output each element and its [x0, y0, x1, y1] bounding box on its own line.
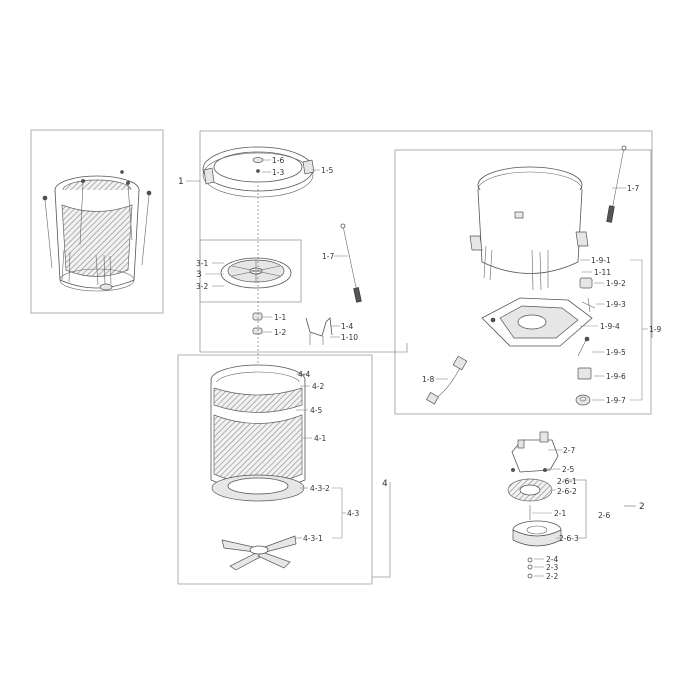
- group-4-frame: [177, 354, 391, 585]
- hinge-bracket: [305, 317, 333, 345]
- label-2-4: 2-4: [546, 555, 558, 564]
- label-4: 4: [382, 479, 388, 489]
- pulsator-assembly: [220, 257, 292, 289]
- label-3-2: 3-2: [196, 282, 208, 291]
- label-4-3-1: 4-3-1: [303, 534, 323, 543]
- label-2-6-2: 2-6-2: [557, 487, 577, 496]
- tub-frame: [394, 149, 652, 415]
- overview-inset-frame: [30, 129, 164, 314]
- label-1-9-2: 1-9-2: [606, 279, 626, 288]
- part-labels: 1 1-6 1-3 1-5 3-1 3 3-2 1-1 1-2 1-7 1-4 …: [178, 156, 661, 581]
- suspension-rod-right: [606, 145, 627, 223]
- label-1-10: 1-10: [341, 333, 358, 342]
- outer-tub: [469, 166, 589, 291]
- stator: [507, 478, 553, 520]
- label-1-11: 1-11: [594, 268, 611, 277]
- label-1-6: 1-6: [272, 156, 284, 165]
- label-1: 1: [178, 177, 184, 187]
- label-2-6: 2-6: [598, 511, 610, 520]
- label-3-1: 3-1: [196, 259, 208, 268]
- label-1-8: 1-8: [422, 375, 434, 384]
- label-2-1: 2-1: [554, 509, 566, 518]
- wash-basket: [210, 364, 306, 502]
- label-3: 3: [196, 270, 202, 280]
- agitator-blades: [221, 535, 297, 571]
- motor-fasteners: [527, 557, 533, 579]
- label-1-9-5: 1-9-5: [606, 348, 626, 357]
- rotor: [512, 520, 562, 547]
- group-2-frame: [563, 479, 636, 539]
- label-2-6-1: 2-6-1: [557, 477, 577, 486]
- label-4-4: 4-4: [298, 370, 310, 379]
- label-1-3: 1-3: [272, 168, 284, 177]
- top-ring-assembly: [202, 146, 315, 198]
- suspension-rod-left: [340, 223, 362, 303]
- label-4-3: 4-3: [347, 509, 359, 518]
- label-2-6-3: 2-6-3: [559, 534, 579, 543]
- label-1-1: 1-1: [274, 313, 286, 322]
- label-1-9-4: 1-9-4: [600, 322, 620, 331]
- label-4-1: 4-1: [314, 434, 326, 443]
- label-2-2: 2-2: [546, 572, 558, 581]
- label-1-5: 1-5: [321, 166, 333, 175]
- label-2-7: 2-7: [563, 446, 575, 455]
- label-4-2: 4-2: [312, 382, 324, 391]
- label-1-7-right: 1-7: [627, 184, 639, 193]
- label-1-7-left: 1-7: [322, 252, 334, 261]
- label-2: 2: [639, 502, 645, 512]
- leader-lines: [186, 159, 648, 577]
- motor-assembly: [511, 431, 559, 473]
- label-1-9: 1-9: [649, 325, 661, 334]
- label-2-5: 2-5: [562, 465, 574, 474]
- label-1-4: 1-4: [341, 322, 353, 331]
- label-1-9-3: 1-9-3: [606, 300, 626, 309]
- label-1-2: 1-2: [274, 328, 286, 337]
- group-1-frame: [199, 130, 653, 353]
- label-1-9-6: 1-9-6: [606, 372, 626, 381]
- shaft-washers: [252, 185, 263, 370]
- label-4-3-2: 4-3-2: [310, 484, 330, 493]
- overview-inset: [30, 129, 164, 314]
- label-1-9-1: 1-9-1: [591, 256, 611, 265]
- label-1-9-7: 1-9-7: [606, 396, 626, 405]
- wire-harness: [426, 355, 468, 405]
- label-4-5: 4-5: [310, 406, 322, 415]
- tub-base: [481, 297, 593, 347]
- overview-assembly-illustration: [42, 170, 152, 292]
- label-2-3: 2-3: [546, 563, 558, 572]
- tub-small-parts: [575, 277, 596, 406]
